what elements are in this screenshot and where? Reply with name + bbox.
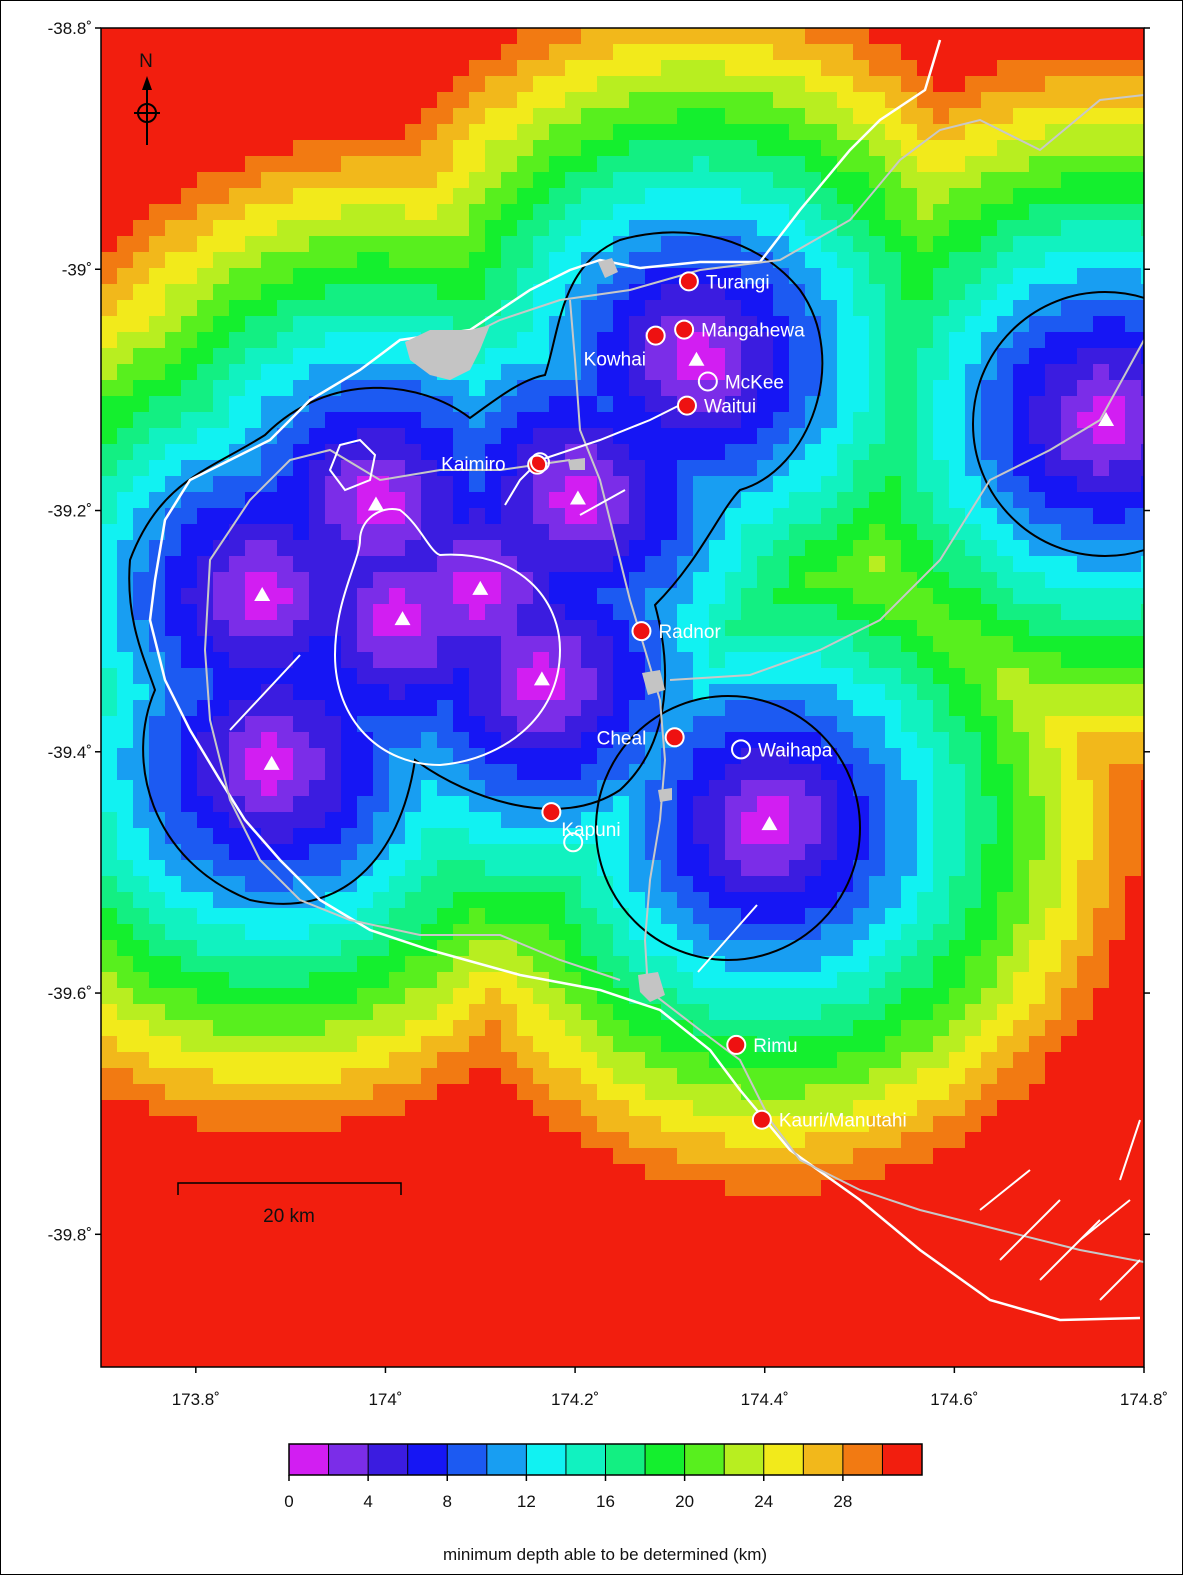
non-producing-well-marker	[563, 832, 584, 853]
well-label: Waitui	[704, 397, 756, 418]
x-tick-label: 174.2˚	[551, 1390, 599, 1409]
colorbar-tick-label: 0	[284, 1492, 293, 1511]
producing-well-marker	[645, 325, 666, 346]
wells-layer: TurangiMangahewaKowhaiWaituiKaimiroRadno…	[441, 271, 907, 1132]
colorbar-swatch	[526, 1444, 567, 1475]
well-label: Waihapa	[758, 740, 833, 761]
producing-well-marker	[527, 454, 548, 475]
non-producing-well-marker	[530, 452, 551, 473]
x-tick-label: 174.8˚	[1120, 1390, 1168, 1409]
producing-well-marker	[664, 727, 685, 748]
seismic-station-marker	[367, 496, 384, 511]
resolution-boundaries	[128, 231, 1144, 961]
well-label: McKee	[725, 372, 784, 393]
colorbar-swatch	[724, 1444, 765, 1475]
producing-well-marker	[676, 395, 697, 416]
colorbar-title: minimum depth able to be determined (km)	[443, 1545, 767, 1564]
fault-1	[229, 654, 301, 731]
seismic-station-marker	[472, 580, 489, 595]
non-producing-well-marker	[731, 739, 752, 760]
x-tick-label: 173.8˚	[172, 1390, 220, 1409]
seismic-station-marker	[688, 351, 705, 366]
well-label: Cheal	[597, 728, 647, 749]
colorbar-swatch	[407, 1444, 448, 1475]
colorbar-tick-label: 4	[363, 1492, 372, 1511]
producing-well-marker	[751, 1109, 772, 1130]
road-north	[459, 94, 1144, 341]
producing-well-marker	[541, 802, 562, 823]
seismic-station-marker	[254, 586, 271, 601]
road-main	[569, 299, 1144, 1263]
well-label: Kaimiro	[441, 455, 505, 476]
producing-well-marker	[631, 621, 652, 642]
well-label: Rimu	[753, 1036, 797, 1057]
y-tick-label: -39˚	[62, 260, 92, 279]
axis-ticks: -38.8˚ -39˚ -39.2˚ -39.4˚ -39.6˚ -39.8˚ 173.8˚…	[48, 19, 1169, 1409]
seismic-station-marker	[394, 611, 411, 626]
producing-well-marker	[678, 271, 699, 292]
well-label: Kauri/Manutahi	[779, 1111, 907, 1132]
colorbar-swatch	[684, 1444, 725, 1475]
colorbar-tick-label: 12	[517, 1492, 536, 1511]
road-east	[669, 339, 1144, 681]
y-tick-label: -39.4˚	[48, 743, 92, 762]
fault-5	[979, 1119, 1141, 1301]
non-producing-well-marker	[697, 371, 718, 392]
well-label: Kowhai	[584, 350, 646, 371]
y-tick-label: -38.8˚	[48, 19, 92, 38]
colorbar-swatch	[882, 1444, 923, 1475]
colorbar-swatch	[486, 1444, 527, 1475]
colorbar-swatch	[605, 1444, 646, 1475]
stations-layer	[254, 351, 1115, 831]
scale-bar-label: 20 km	[263, 1206, 315, 1227]
colorbar-swatch	[842, 1444, 883, 1475]
fault-3	[579, 489, 626, 516]
y-tick-label: -39.6˚	[48, 984, 92, 1003]
colorbar-swatch	[565, 1444, 606, 1475]
seismic-station-marker	[533, 671, 550, 686]
seismic-station-marker	[761, 816, 778, 831]
seismic-station-marker	[1098, 412, 1115, 427]
colorbar: 0 4 8 12 16 20 24 28	[284, 1443, 923, 1511]
fault-4	[697, 904, 758, 973]
well-label: Mangahewa	[701, 321, 805, 342]
depth-heatmap	[101, 28, 1144, 1367]
seismic-station-marker	[569, 490, 586, 505]
seismic-station-marker	[263, 755, 280, 770]
colorbar-tick-label: 8	[443, 1492, 452, 1511]
north-arrow: N	[134, 51, 160, 145]
coastline	[148, 39, 1141, 1322]
scale-bar: 20 km	[177, 1182, 402, 1227]
colorbar-tick-label: 20	[675, 1492, 694, 1511]
x-tick-label: 174.6˚	[930, 1390, 978, 1409]
colorbar-swatch	[289, 1444, 330, 1475]
colorbar-swatch	[763, 1444, 804, 1475]
urban-areas	[405, 258, 672, 1002]
well-label: Radnor	[658, 622, 721, 643]
colorbar-tick-label: 28	[833, 1492, 852, 1511]
x-tick-label: 174˚	[368, 1390, 402, 1409]
colorbar-tick-label: 16	[596, 1492, 615, 1511]
colorbar-swatch	[328, 1444, 369, 1475]
producing-well-marker	[726, 1034, 747, 1055]
fault-2	[504, 404, 681, 506]
colorbar-swatch	[447, 1444, 488, 1475]
map-border	[100, 27, 1145, 1368]
colorbar-swatch	[368, 1444, 409, 1475]
coastline-and-roads	[148, 39, 1144, 1322]
park-boundary	[333, 508, 562, 767]
x-tick-label: 174.4˚	[741, 1390, 789, 1409]
y-tick-label: -39.2˚	[48, 502, 92, 521]
river	[328, 438, 377, 492]
colorbar-swatch	[645, 1444, 686, 1475]
y-tick-label: -39.8˚	[48, 1225, 92, 1244]
colorbar-swatch	[803, 1444, 844, 1475]
well-label: Turangi	[706, 272, 770, 293]
well-label: Kapuni	[561, 820, 620, 841]
ring-road	[203, 448, 621, 981]
north-label: N	[139, 51, 153, 72]
producing-well-marker	[674, 319, 695, 340]
colorbar-tick-label: 24	[754, 1492, 773, 1511]
